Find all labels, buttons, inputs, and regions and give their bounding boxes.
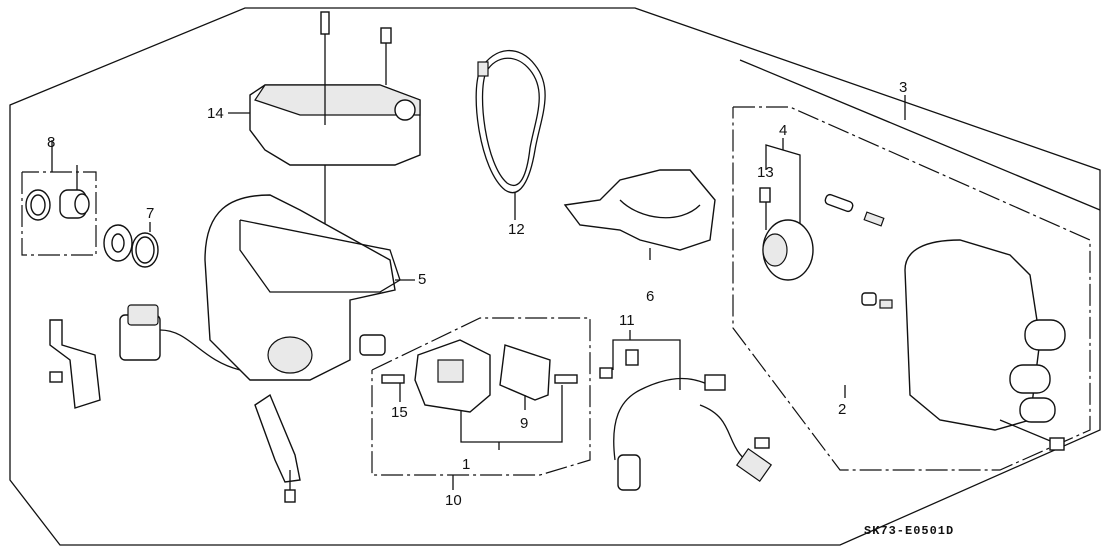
callout-2: 2 (838, 401, 847, 418)
bracket-bottom (254, 393, 301, 503)
distributor-cap-2 (904, 239, 1066, 451)
connector-left (49, 304, 241, 409)
kit-8-group (21, 140, 133, 262)
callout-3: 3 (899, 79, 908, 96)
ignition-coil-14 (228, 11, 421, 300)
cover-shield-6 (563, 169, 716, 260)
callout-12: 12 (508, 221, 525, 238)
callout-9: 9 (520, 415, 529, 432)
o-ring-7 (131, 222, 159, 268)
callout-7: 7 (146, 205, 155, 222)
igniter-kit-10 (371, 317, 613, 490)
cap-kit-box (732, 59, 1101, 471)
callout-13: 13 (757, 164, 774, 181)
callout-8: 8 (47, 134, 56, 151)
callout-10: 10 (445, 492, 462, 509)
callout-14: 14 (207, 105, 224, 122)
callout-6: 6 (646, 288, 655, 305)
assembly-boundary (9, 7, 1101, 546)
callout-1: 1 (462, 456, 471, 473)
callout-4: 4 (779, 122, 788, 139)
wiring-harness-11 (612, 330, 773, 491)
gasket-12 (475, 49, 546, 220)
distributor-housing-5 (204, 194, 415, 381)
carbon-brush-spring (824, 193, 893, 309)
callout-5: 5 (418, 271, 427, 288)
rotor-kit-4 (759, 138, 814, 281)
diagram-code: SK73-E0501D (864, 524, 955, 538)
callout-11: 11 (619, 312, 635, 329)
callout-15: 15 (391, 404, 408, 421)
